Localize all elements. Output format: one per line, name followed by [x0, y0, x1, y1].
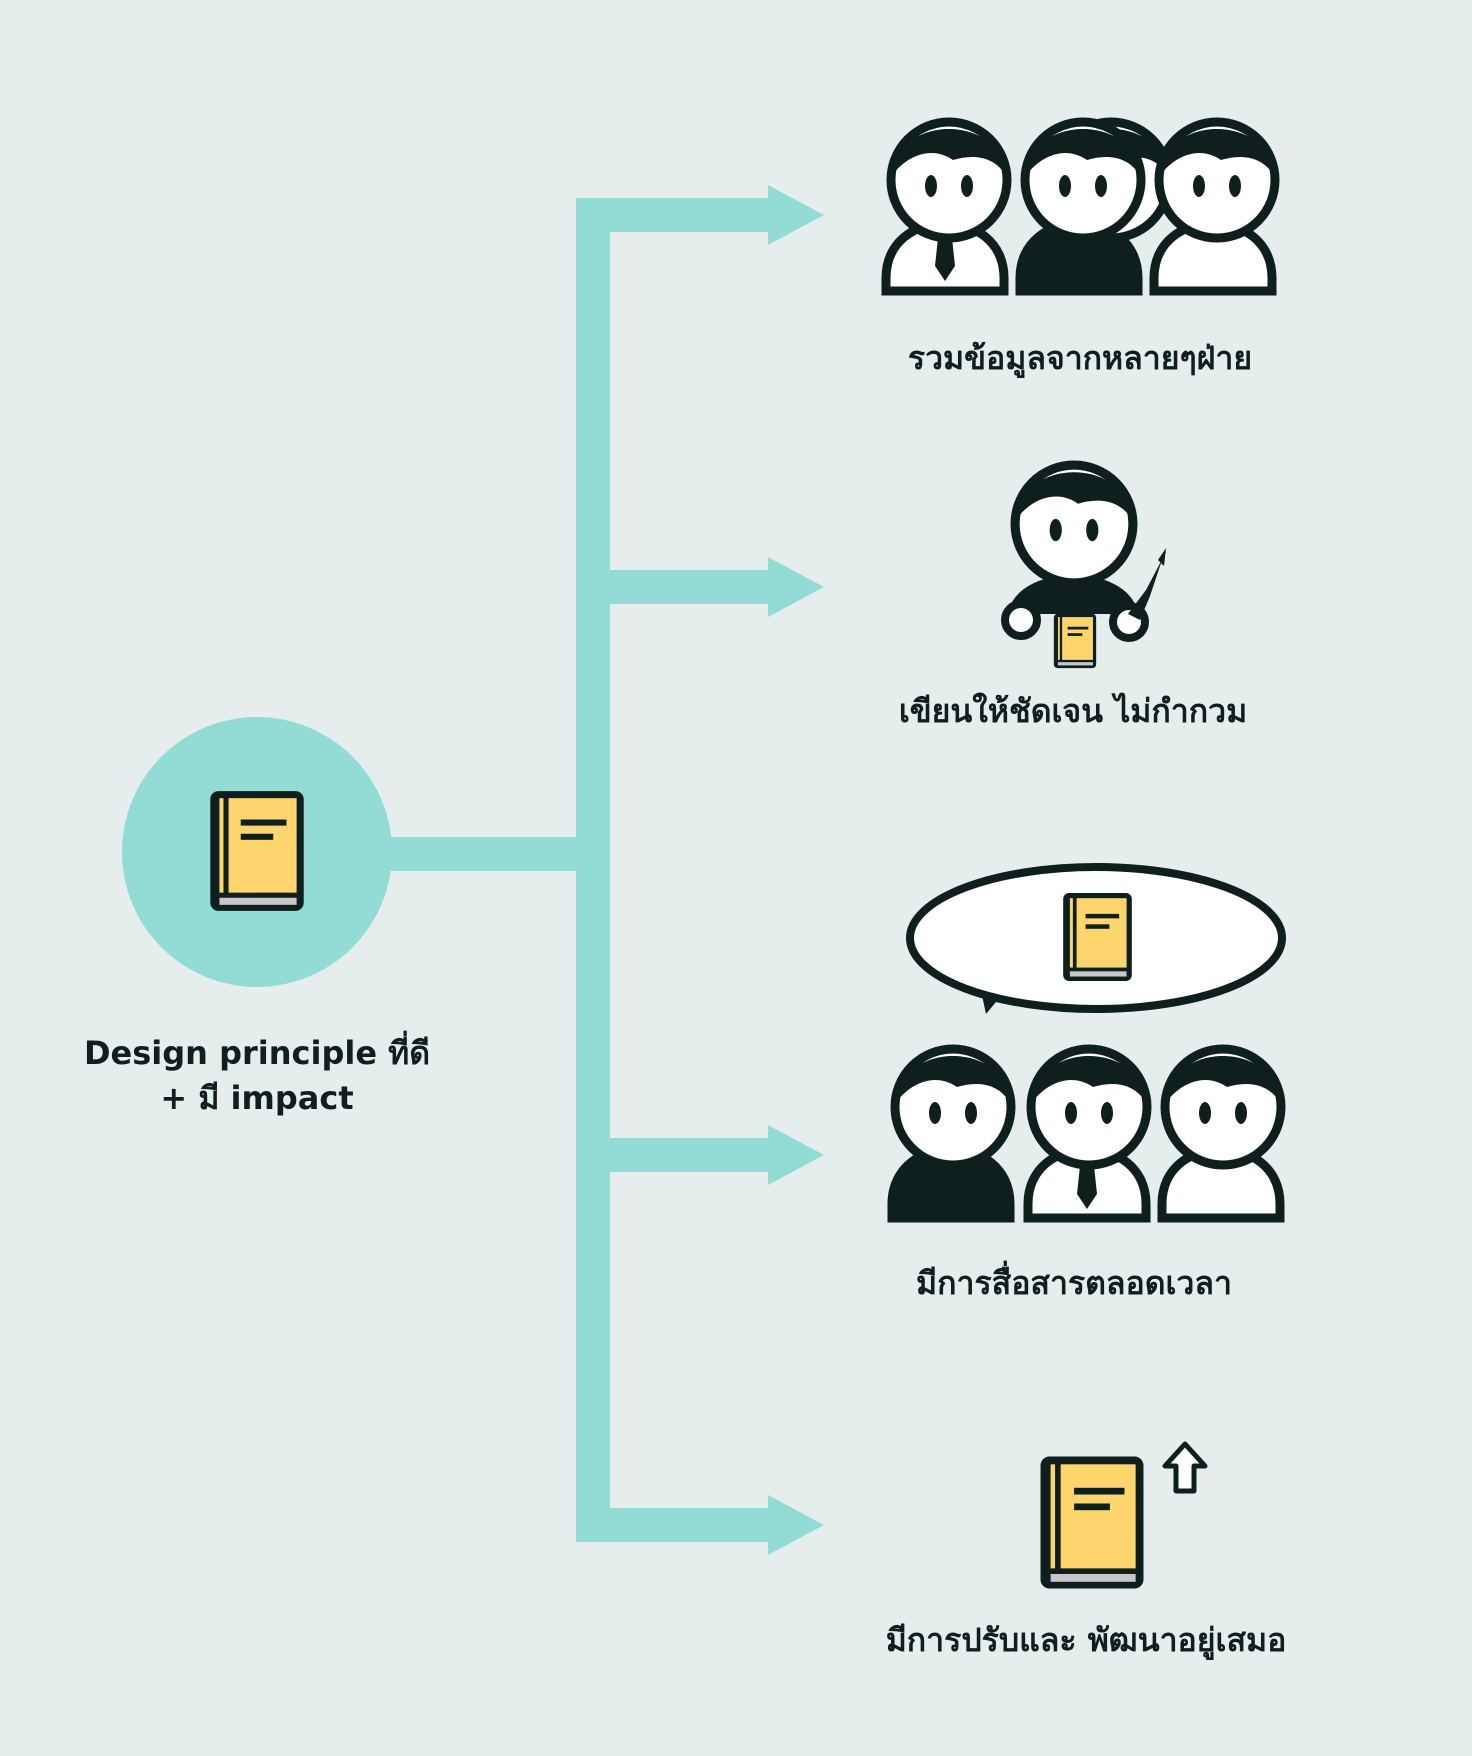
speech-bubble: [906, 863, 1286, 1014]
group-of-people-icon: [881, 122, 1275, 296]
branch-label-3: มีการสื่อสารตลอดเวลา: [916, 1264, 1232, 1302]
book-icon: [210, 791, 304, 911]
up-arrow-icon: [1162, 1441, 1208, 1494]
branch-arrow-2: [576, 557, 824, 617]
root-label: Design principle ที่ดี + มี impact: [77, 1031, 437, 1121]
branch-arrow-4: [576, 1495, 824, 1555]
branch-arrow-1: [576, 185, 824, 245]
root-label-line2: + มี impact: [160, 1079, 354, 1117]
branch-label-1: รวมข้อมูลจากหลายๆฝ่าย: [907, 339, 1253, 377]
trunk-line: [388, 837, 578, 871]
branch-label-2: เขียนให้ชัดเจน ไม่กำกวม: [898, 692, 1248, 730]
person-writing-book-icon: [1001, 465, 1166, 669]
branch-arrow-3: [576, 1125, 824, 1185]
connector-tree: [388, 185, 824, 1555]
spine-line: [576, 198, 610, 1542]
book-improve-arrow-icon: [1040, 1441, 1208, 1589]
root-label-line1: Design principle ที่ดี: [83, 1034, 431, 1072]
branch-label-4: มีการปรับและ พัฒนาอยู่เสมอ: [885, 1621, 1287, 1659]
group-discussing-book-icon: [887, 863, 1286, 1223]
root-node: [122, 717, 392, 987]
